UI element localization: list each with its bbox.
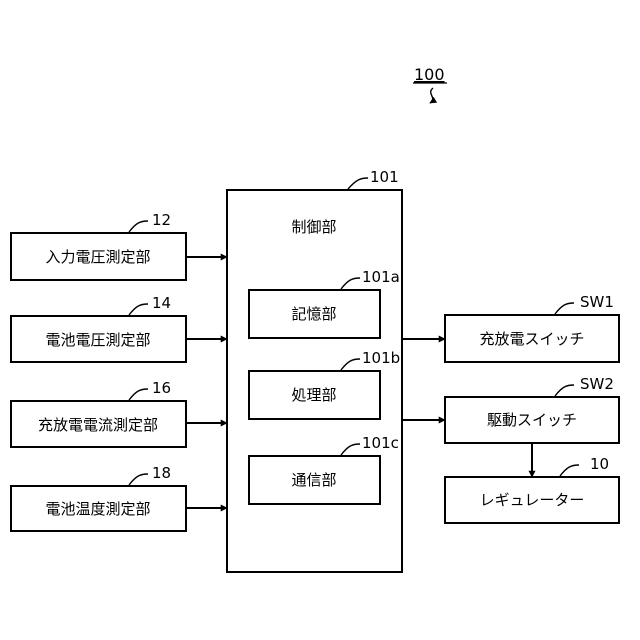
battery-voltage-label: 電池電圧測定部 <box>45 331 150 349</box>
current-ref-leader <box>129 389 148 400</box>
input-voltage-ref-leader <box>129 221 148 232</box>
input-voltage-ref: 12 <box>152 211 171 229</box>
input-16-group: 充放電電流測定部 16 <box>11 379 227 447</box>
charge-switch-label: 充放電スイッチ <box>479 330 584 348</box>
input-14-group: 電池電圧測定部 14 <box>11 294 227 362</box>
output-sw1-group: 充放電スイッチ SW1 <box>402 293 619 362</box>
charge-switch-ref-leader <box>555 303 574 314</box>
storage-ref: 101a <box>362 268 400 286</box>
communication-label: 通信部 <box>291 471 336 489</box>
regulator-label: レギュレーター <box>480 491 585 509</box>
controller-ref: 101 <box>370 168 399 186</box>
temperature-ref-leader <box>129 474 148 485</box>
controller-label: 制御部 <box>291 218 336 236</box>
output-10-group: レギュレーター 10 <box>445 443 619 523</box>
regulator-ref: 10 <box>590 455 609 473</box>
input-12-group: 入力電圧測定部 12 <box>11 211 227 280</box>
drive-switch-ref: SW2 <box>580 375 614 393</box>
current-label: 充放電電流測定部 <box>38 416 158 434</box>
drive-switch-ref-leader <box>555 385 574 396</box>
storage-label: 記憶部 <box>291 305 336 323</box>
figure-ref-group: 100 <box>413 65 447 103</box>
communication-ref: 101c <box>362 434 399 452</box>
charge-switch-ref: SW1 <box>580 293 614 311</box>
battery-voltage-ref: 14 <box>152 294 171 312</box>
figure-ref-leader <box>430 88 433 103</box>
output-sw2-group: 駆動スイッチ SW2 <box>402 375 619 443</box>
temperature-ref: 18 <box>152 464 171 482</box>
regulator-ref-leader <box>560 465 579 476</box>
controller-group: 制御部 101 記憶部 101a 処理部 101b 通信部 101c <box>227 168 402 572</box>
battery-voltage-ref-leader <box>129 304 148 315</box>
figure-ref-label: 100 <box>414 65 445 84</box>
input-18-group: 電池温度測定部 18 <box>11 464 227 531</box>
drive-switch-label: 駆動スイッチ <box>487 411 577 429</box>
input-voltage-label: 入力電圧測定部 <box>45 248 150 266</box>
current-ref: 16 <box>152 379 171 397</box>
controller-ref-leader <box>348 178 368 189</box>
temperature-label: 電池温度測定部 <box>45 500 150 518</box>
processing-label: 処理部 <box>291 386 336 404</box>
processing-ref: 101b <box>362 349 400 367</box>
